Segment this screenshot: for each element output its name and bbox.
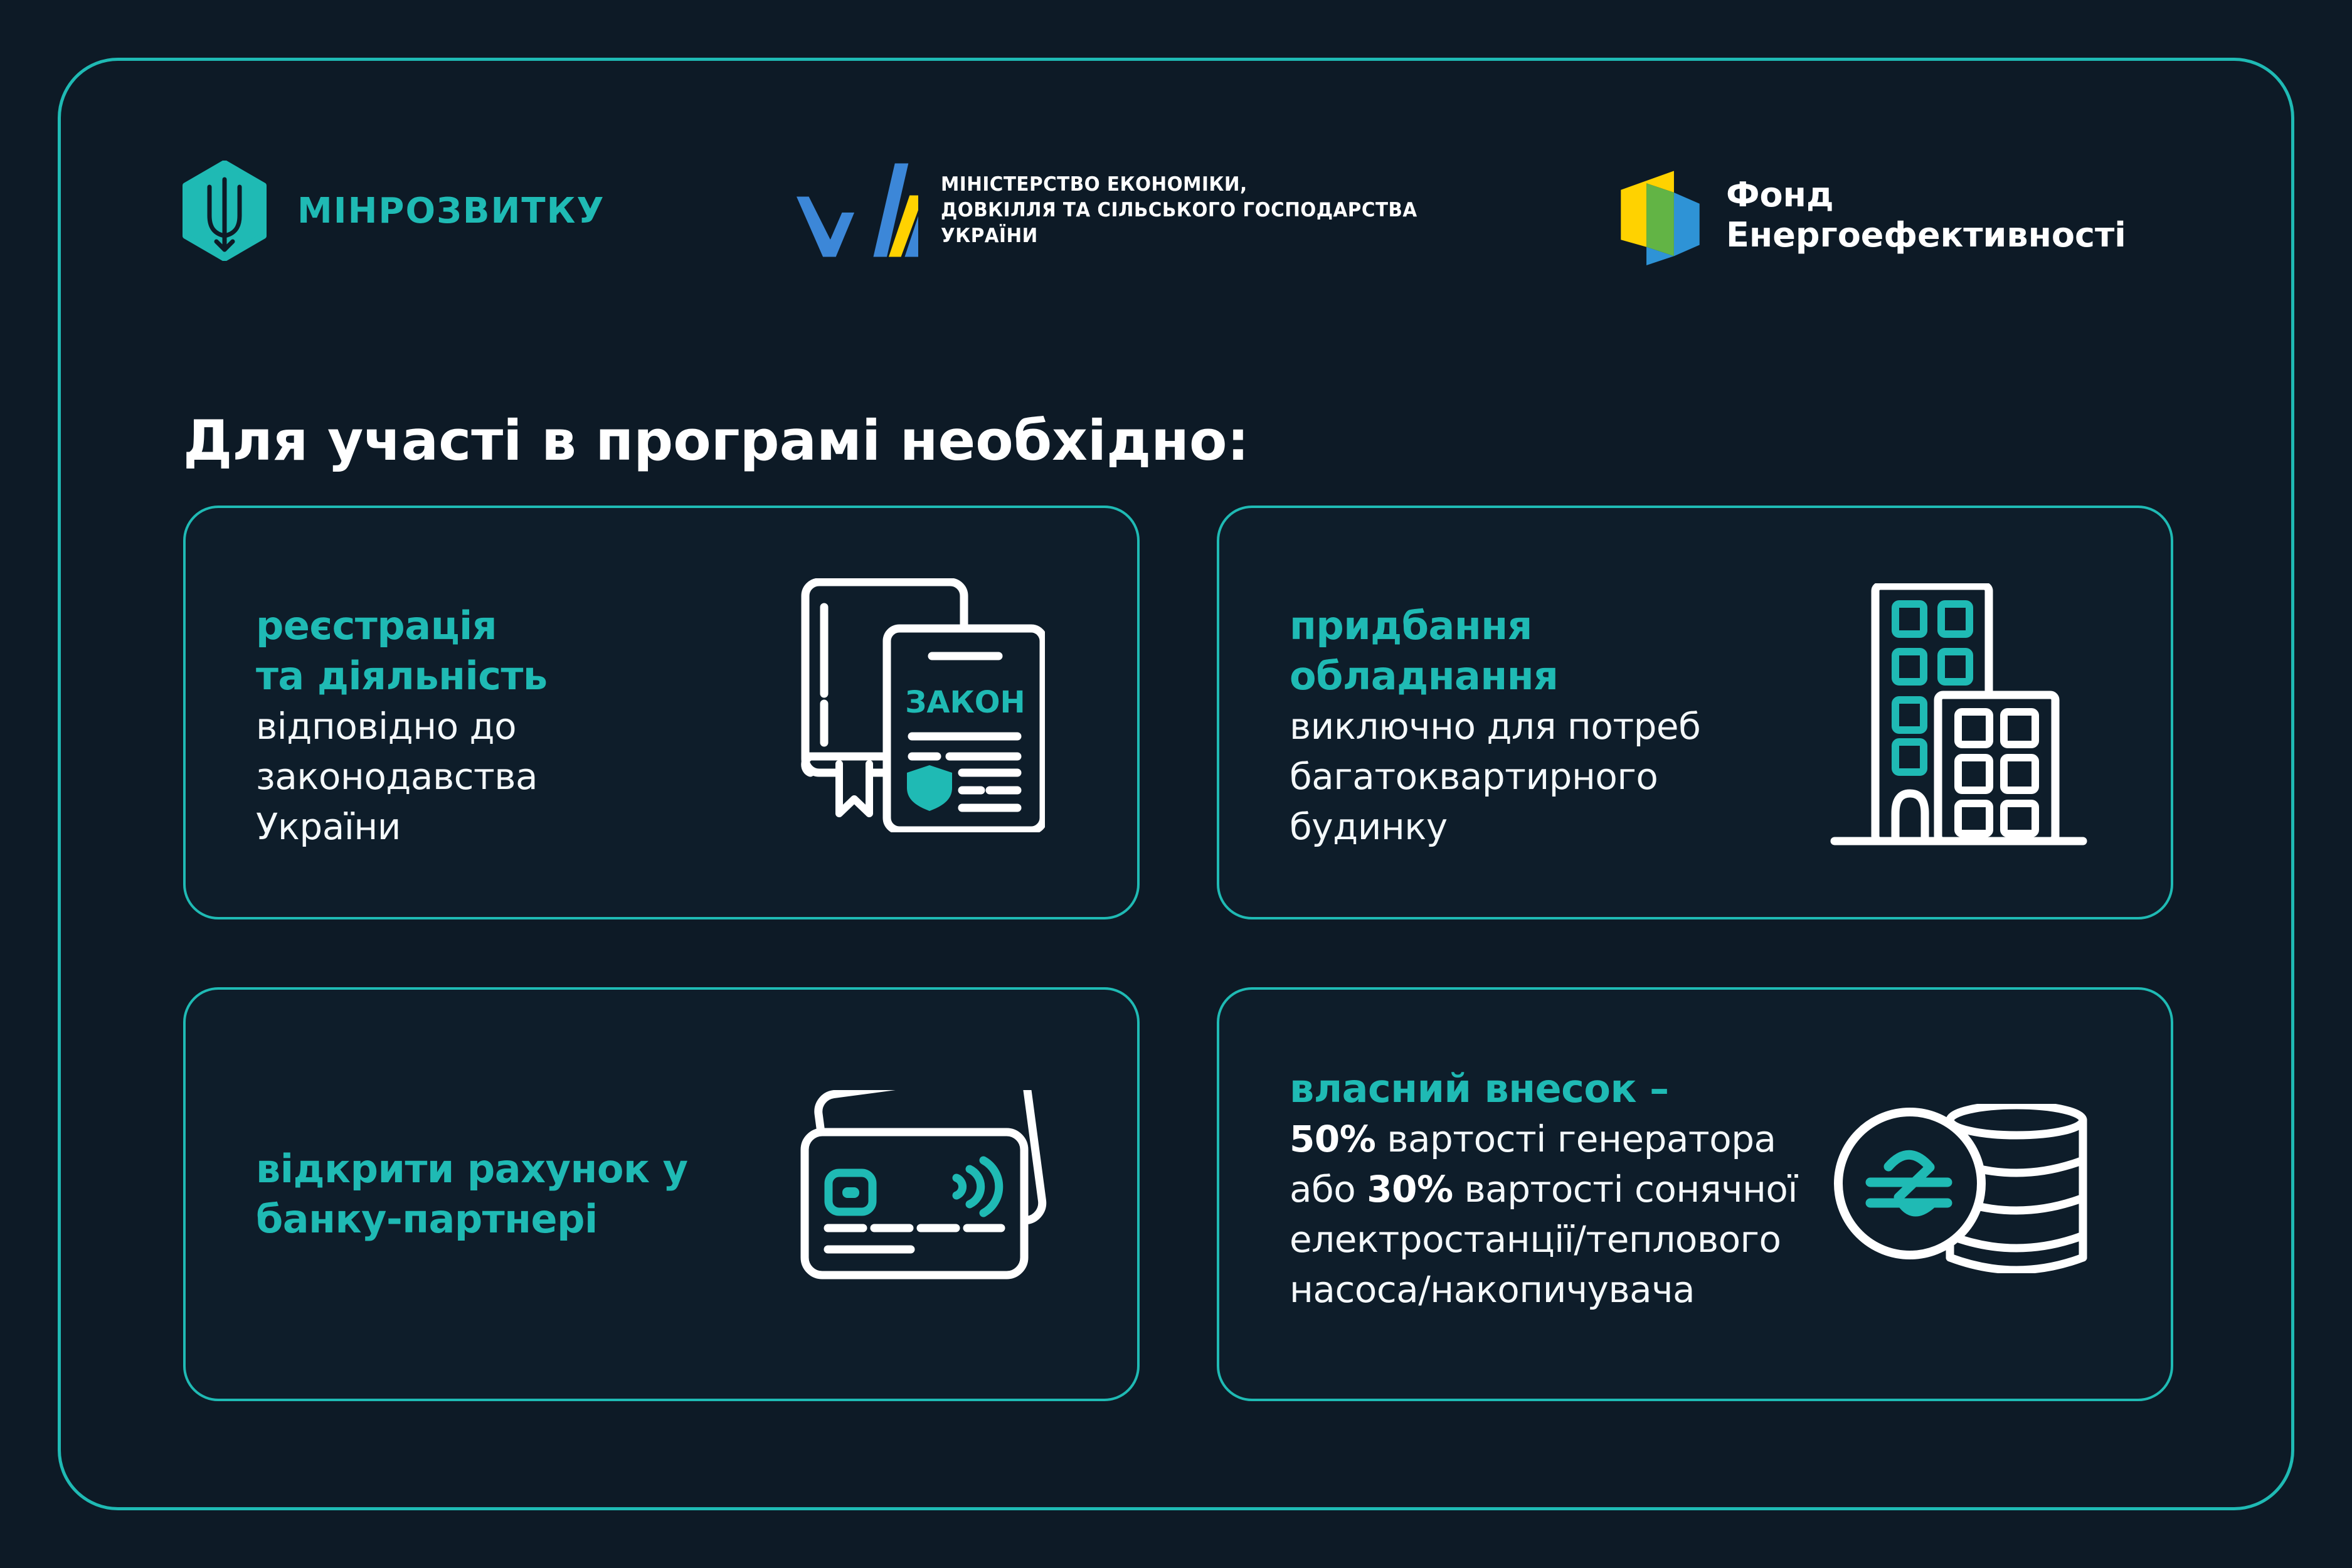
outer-border-panel [58, 58, 2294, 1510]
ministry-name: МІНІСТЕРСТВО ЕКОНОМІКИ, ДОВКІЛЛЯ ТА СІЛЬ… [941, 172, 1417, 247]
card-own-contribution-text: власний внесок – 50% вартості генератора… [1290, 1066, 1798, 1311]
card-registration: реєстрація та діяльність відповідно до з… [183, 506, 1140, 919]
card-equipment-text: придбання обладнання виключно для потреб… [1290, 603, 1701, 848]
law-label: ЗАКОН [905, 685, 1025, 720]
card-equipment: придбання обладнання виключно для потреб… [1217, 506, 2173, 919]
card-bank-account-text: відкрити рахунок у банку-партнері [256, 1146, 688, 1242]
ministry-m-mark-icon [795, 163, 918, 257]
fund-prism-icon [1621, 164, 1700, 266]
minrozvytku-wordmark: МІНРОЗВИТКУ [297, 190, 605, 231]
page-title: Для участі в програмі необхідно: [183, 408, 1249, 473]
logo-ministry-economy: МІНІСТЕРСТВО ЕКОНОМІКИ, ДОВКІЛЛЯ ТА СІЛЬ… [795, 163, 1443, 257]
apartment-buildings-icon [1830, 583, 2087, 845]
card-own-contribution: власний внесок – 50% вартості генератора… [1217, 987, 2173, 1401]
logo-energy-efficiency-fund: Фонд Енергоефективності [1621, 164, 2126, 266]
trident-badge-icon [181, 161, 268, 261]
credit-cards-icon [800, 1090, 1048, 1279]
hryvnia-coins-icon [1834, 1104, 2087, 1273]
card-bank-account: відкрити рахунок у банку-партнері [183, 987, 1140, 1401]
law-book-document-icon: ЗАКОН [800, 578, 1045, 832]
card-registration-text: реєстрація та діяльність відповідно до з… [256, 603, 548, 848]
logo-minrozvytku: МІНРОЗВИТКУ [181, 161, 605, 261]
fund-name: Фонд Енергоефективності [1726, 175, 2126, 255]
